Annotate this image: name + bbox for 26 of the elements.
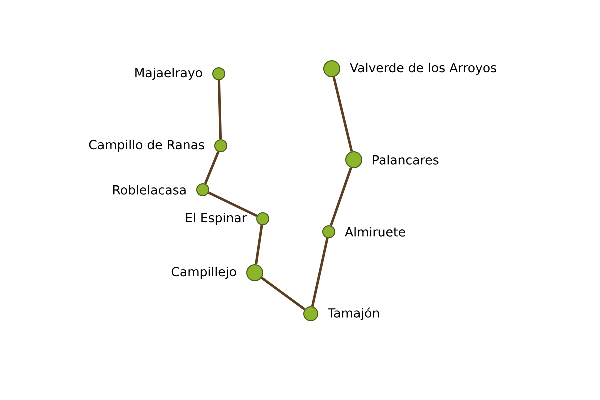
place-dot [304, 306, 380, 322]
place-label: Roblelacasa [113, 185, 186, 195]
place-label: Majaelrayo [136, 68, 202, 80]
place-dot [322, 226, 406, 238]
place-dot [172, 264, 264, 282]
road-line [332, 76, 354, 152]
place-dot [136, 68, 226, 80]
place-label: Campillejo [172, 266, 236, 280]
place-dot [186, 212, 270, 226]
road-line [218, 80, 222, 140]
place-label: Tamajón [328, 308, 380, 320]
place-label: Campillo de Ranas [89, 140, 204, 152]
place-dot [324, 60, 496, 78]
road-line [261, 277, 306, 311]
place-label: Valverde de los Arroyos [350, 62, 496, 76]
road-line [330, 168, 352, 226]
place-label: Almiruete [345, 227, 406, 237]
place-dot [346, 152, 439, 168]
place-dot [89, 140, 228, 152]
road-line [204, 152, 220, 184]
road-line [311, 238, 329, 307]
road-line [208, 192, 258, 218]
place-label: Palancares [373, 155, 439, 165]
place-label: El Espinar [186, 212, 247, 226]
place-dot [113, 184, 210, 196]
road-line [255, 225, 264, 265]
